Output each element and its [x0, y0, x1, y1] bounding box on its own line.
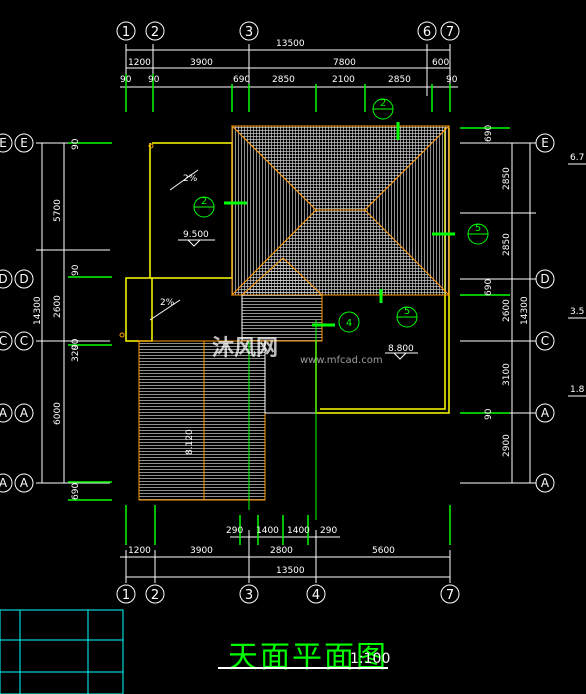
grid-label-left-edge-3: C [0, 334, 7, 348]
dim-right-8: 90 [484, 408, 494, 420]
dim-bottom-overall: 13500 [276, 566, 305, 576]
dim-bottom-6: 3900 [190, 546, 213, 556]
callout-label-3: 4 [346, 318, 352, 329]
dim-bottom-8: 5600 [372, 546, 395, 556]
dim-left-6: 320 [71, 345, 81, 362]
dim-bottom-4: 290 [320, 526, 337, 536]
dim-left-2: 2600 [53, 295, 63, 318]
grid-label-bottom-1: 1 [122, 588, 130, 603]
dim-left-8: 690 [71, 483, 81, 500]
edge-level-2: 3.5 [570, 307, 584, 317]
grid-label-top-1: 1 [122, 25, 130, 40]
dim-right-5: 2900 [502, 434, 512, 457]
dim-left-7: 90 [71, 338, 81, 350]
dim-top-5: 90 [120, 75, 132, 85]
dim-top-2: 3900 [190, 58, 213, 68]
dim-left-1: 5700 [53, 199, 63, 222]
grid-label-bottom-3: 3 [245, 588, 253, 603]
dim-top-11: 90 [446, 75, 458, 85]
grid-label-top-5: 7 [446, 25, 454, 40]
bottom-dimensions [120, 530, 451, 583]
grid-label-left-1: E [20, 136, 28, 150]
grid-label-bottom-2: 2 [151, 588, 159, 603]
grid-label-top-3: 3 [245, 25, 253, 40]
detail-callouts [193, 98, 489, 333]
top-grid-bubbles [116, 21, 460, 41]
top-dimensions [120, 44, 458, 96]
dim-left-5: 90 [71, 264, 81, 276]
elevation-9500: 9.500 [183, 230, 209, 240]
title-underline [218, 667, 388, 669]
dim-right-2: 2850 [502, 233, 512, 256]
slope-arrows [149, 169, 199, 321]
dim-top-overall: 13500 [276, 39, 305, 49]
dim-top-3: 7800 [333, 58, 356, 68]
dim-left-overall: 14300 [33, 296, 43, 325]
title-block-frame [0, 609, 124, 694]
dim-right-3: 2600 [502, 299, 512, 322]
grid-label-bottom-4: 4 [312, 588, 320, 603]
dim-right-6: 690 [484, 125, 494, 142]
grid-label-left-edge-2: D [0, 272, 8, 286]
dim-bottom-3: 1400 [287, 526, 310, 536]
dim-right-7: 690 [484, 279, 494, 296]
callout-label-5: 5 [475, 223, 481, 234]
dim-top-6: 90 [148, 75, 160, 85]
grid-label-left-4: A [20, 406, 29, 420]
corner-marker [148, 143, 154, 149]
watermark-url: www.mfcad.com [300, 355, 383, 366]
drawing-title: 天面平面图 [228, 640, 388, 675]
wall-lines [241, 295, 316, 414]
dim-top-8: 2850 [272, 75, 295, 85]
grid-label-right-5: A [541, 476, 550, 490]
dim-right-4: 3100 [502, 363, 512, 386]
dim-bottom-2: 1400 [256, 526, 279, 536]
grid-label-left-edge-4: A [0, 406, 8, 420]
watermark-logo: 沐风网 [212, 336, 279, 361]
grid-label-right-4: A [541, 406, 550, 420]
dim-bottom-7: 2800 [270, 546, 293, 556]
grid-label-right-3: C [541, 334, 549, 348]
dim-top-10: 2850 [388, 75, 411, 85]
drawing-scale: 1:100 [350, 651, 391, 667]
dim-top-4: 600 [432, 58, 449, 68]
dim-top-9: 2100 [332, 75, 355, 85]
lower-shed-roof [138, 340, 266, 501]
dim-bottom-1: 290 [226, 526, 243, 536]
dim-right-overall: 14300 [520, 296, 530, 325]
bottom-grid-bubbles [116, 584, 460, 604]
callout-label-1: 2 [201, 196, 207, 207]
slope-label-2: 2% [160, 298, 175, 308]
grid-label-right-1: E [541, 136, 549, 150]
grid-label-left-5: A [20, 476, 29, 490]
grid-label-bottom-5: 7 [446, 588, 454, 603]
elevation-8800: 8.800 [388, 344, 414, 354]
callout-label-2: 2 [380, 98, 386, 109]
left-grid-bubbles [0, 133, 34, 493]
dim-bottom-5: 1200 [128, 546, 151, 556]
right-grid-bubbles [535, 133, 555, 493]
grid-lines [248, 320, 317, 520]
callout-label-4: 5 [404, 306, 410, 317]
dim-left-3: 6000 [53, 402, 63, 425]
grid-label-top-4: 6 [423, 25, 431, 40]
edge-level-1: 6.7 [570, 153, 584, 163]
grid-label-left-2: D [19, 272, 28, 286]
dim-right-1: 2850 [502, 167, 512, 190]
edge-level-3: 1.8 [570, 385, 585, 395]
grid-label-left-edge-1: E [0, 136, 7, 150]
left-dimensions [36, 142, 110, 484]
slope-label-1: 2% [183, 174, 198, 184]
dim-left-4: 90 [71, 138, 81, 150]
dim-top-7: 690 [233, 75, 250, 85]
main-hip-roof [230, 125, 451, 296]
elevation-8120: 8.120 [185, 429, 195, 455]
grid-label-left-edge-5: A [0, 476, 8, 490]
grid-label-right-2: D [540, 272, 549, 286]
corner-marker-2 [119, 332, 125, 338]
grid-label-left-3: C [20, 334, 28, 348]
dim-top-1: 1200 [128, 58, 151, 68]
grid-label-top-2: 2 [151, 25, 159, 40]
